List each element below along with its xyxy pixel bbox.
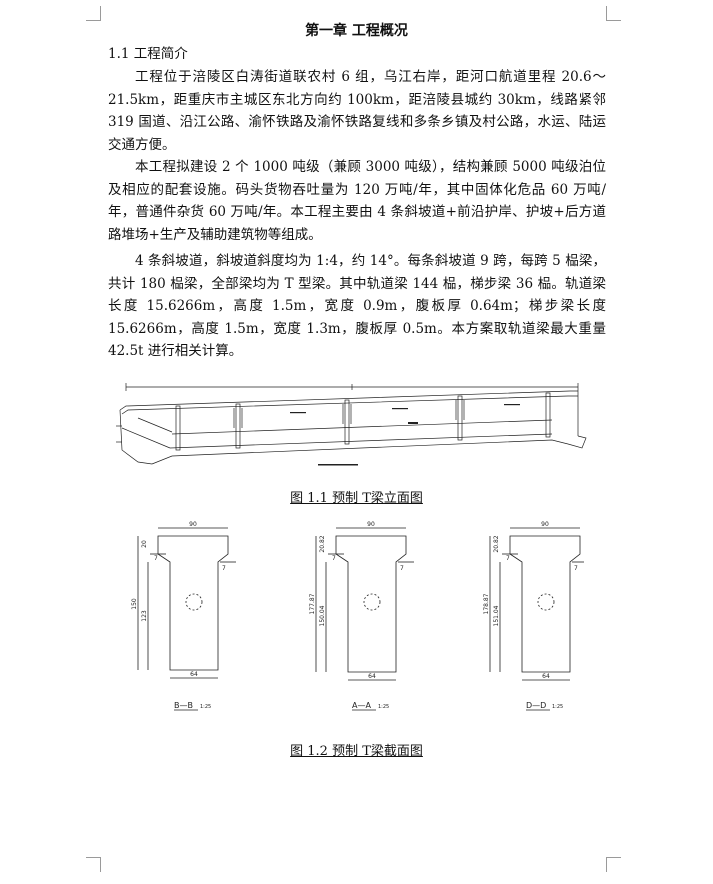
bb-total-height: 150 (131, 598, 138, 610)
dd-flange-dim: 7 (506, 555, 510, 562)
section-b-b-label: B—B 1:25 (174, 701, 211, 711)
dd-flange-dim: 20.82 (493, 535, 500, 552)
bb-flange-dim: 20 (141, 540, 148, 548)
section-a-a-label: A—A 1:25 (352, 701, 389, 711)
page-corner-mark (606, 857, 621, 872)
bb-flange-dim: 7 (222, 565, 226, 572)
aa-flange-dim: 7 (400, 565, 404, 572)
svg-text:D—D: D—D (526, 701, 546, 710)
aa-total-height: 177.87 (309, 593, 316, 614)
aa-flange-dim: 20.82 (319, 535, 326, 552)
figure2-caption: 图 1.2 预制 T梁截面图 (290, 744, 423, 759)
bb-web-width: 64 (190, 671, 198, 678)
section-a-a (315, 527, 414, 681)
dd-web-height: 151.04 (493, 605, 500, 626)
chapter-title: 第一章 工程概况 (305, 23, 408, 39)
dd-total-height: 178.87 (483, 593, 490, 614)
t-beam-elevation-drawing (116, 383, 587, 466)
svg-text:A—A: A—A (352, 701, 371, 710)
svg-text:1:25: 1:25 (552, 704, 563, 710)
aa-web-height: 150.04 (319, 605, 326, 626)
paragraph-beams: 4 条斜坡道，斜坡道斜度均为 1:4，约 14°。每条斜坡道 9 跨，每跨 5 … (108, 253, 606, 360)
page-corner-mark (86, 857, 101, 872)
dd-web-width: 64 (542, 673, 550, 680)
dd-top-width: 90 (541, 521, 549, 528)
aa-top-width: 90 (367, 521, 375, 528)
paragraph-location: 工程位于涪陵区白涛街道联农村 6 组，乌江右岸，距河口航道里程 20.6～21.… (108, 69, 606, 153)
section-b-b (137, 527, 236, 679)
bb-flange-dim: 7 (154, 555, 158, 562)
paragraph-scope: 本工程拟建设 2 个 1000 吨级（兼顾 3000 吨级），结构兼顾 5000… (108, 159, 606, 243)
bb-web-height: 123 (141, 610, 148, 622)
dd-flange-dim: 7 (574, 565, 578, 572)
svg-text:1:25: 1:25 (200, 704, 211, 710)
section-d-d (489, 527, 584, 681)
svg-text:1:25: 1:25 (378, 704, 389, 710)
bb-top-width: 90 (189, 521, 197, 528)
svg-text:B—B: B—B (174, 701, 193, 710)
aa-web-width: 64 (368, 673, 376, 680)
aa-flange-dim: 7 (332, 555, 336, 562)
t-beam-cross-sections: 90 64 150 123 7 20 7 B—B 1:25 90 64 (131, 521, 584, 711)
page-corner-mark (86, 6, 101, 21)
figure1-caption: 图 1.1 预制 T梁立面图 (290, 491, 423, 506)
page-corner-mark (606, 6, 621, 21)
section-d-d-label: D—D 1:25 (526, 701, 563, 711)
section-heading: 1.1 工程简介 (108, 46, 188, 62)
